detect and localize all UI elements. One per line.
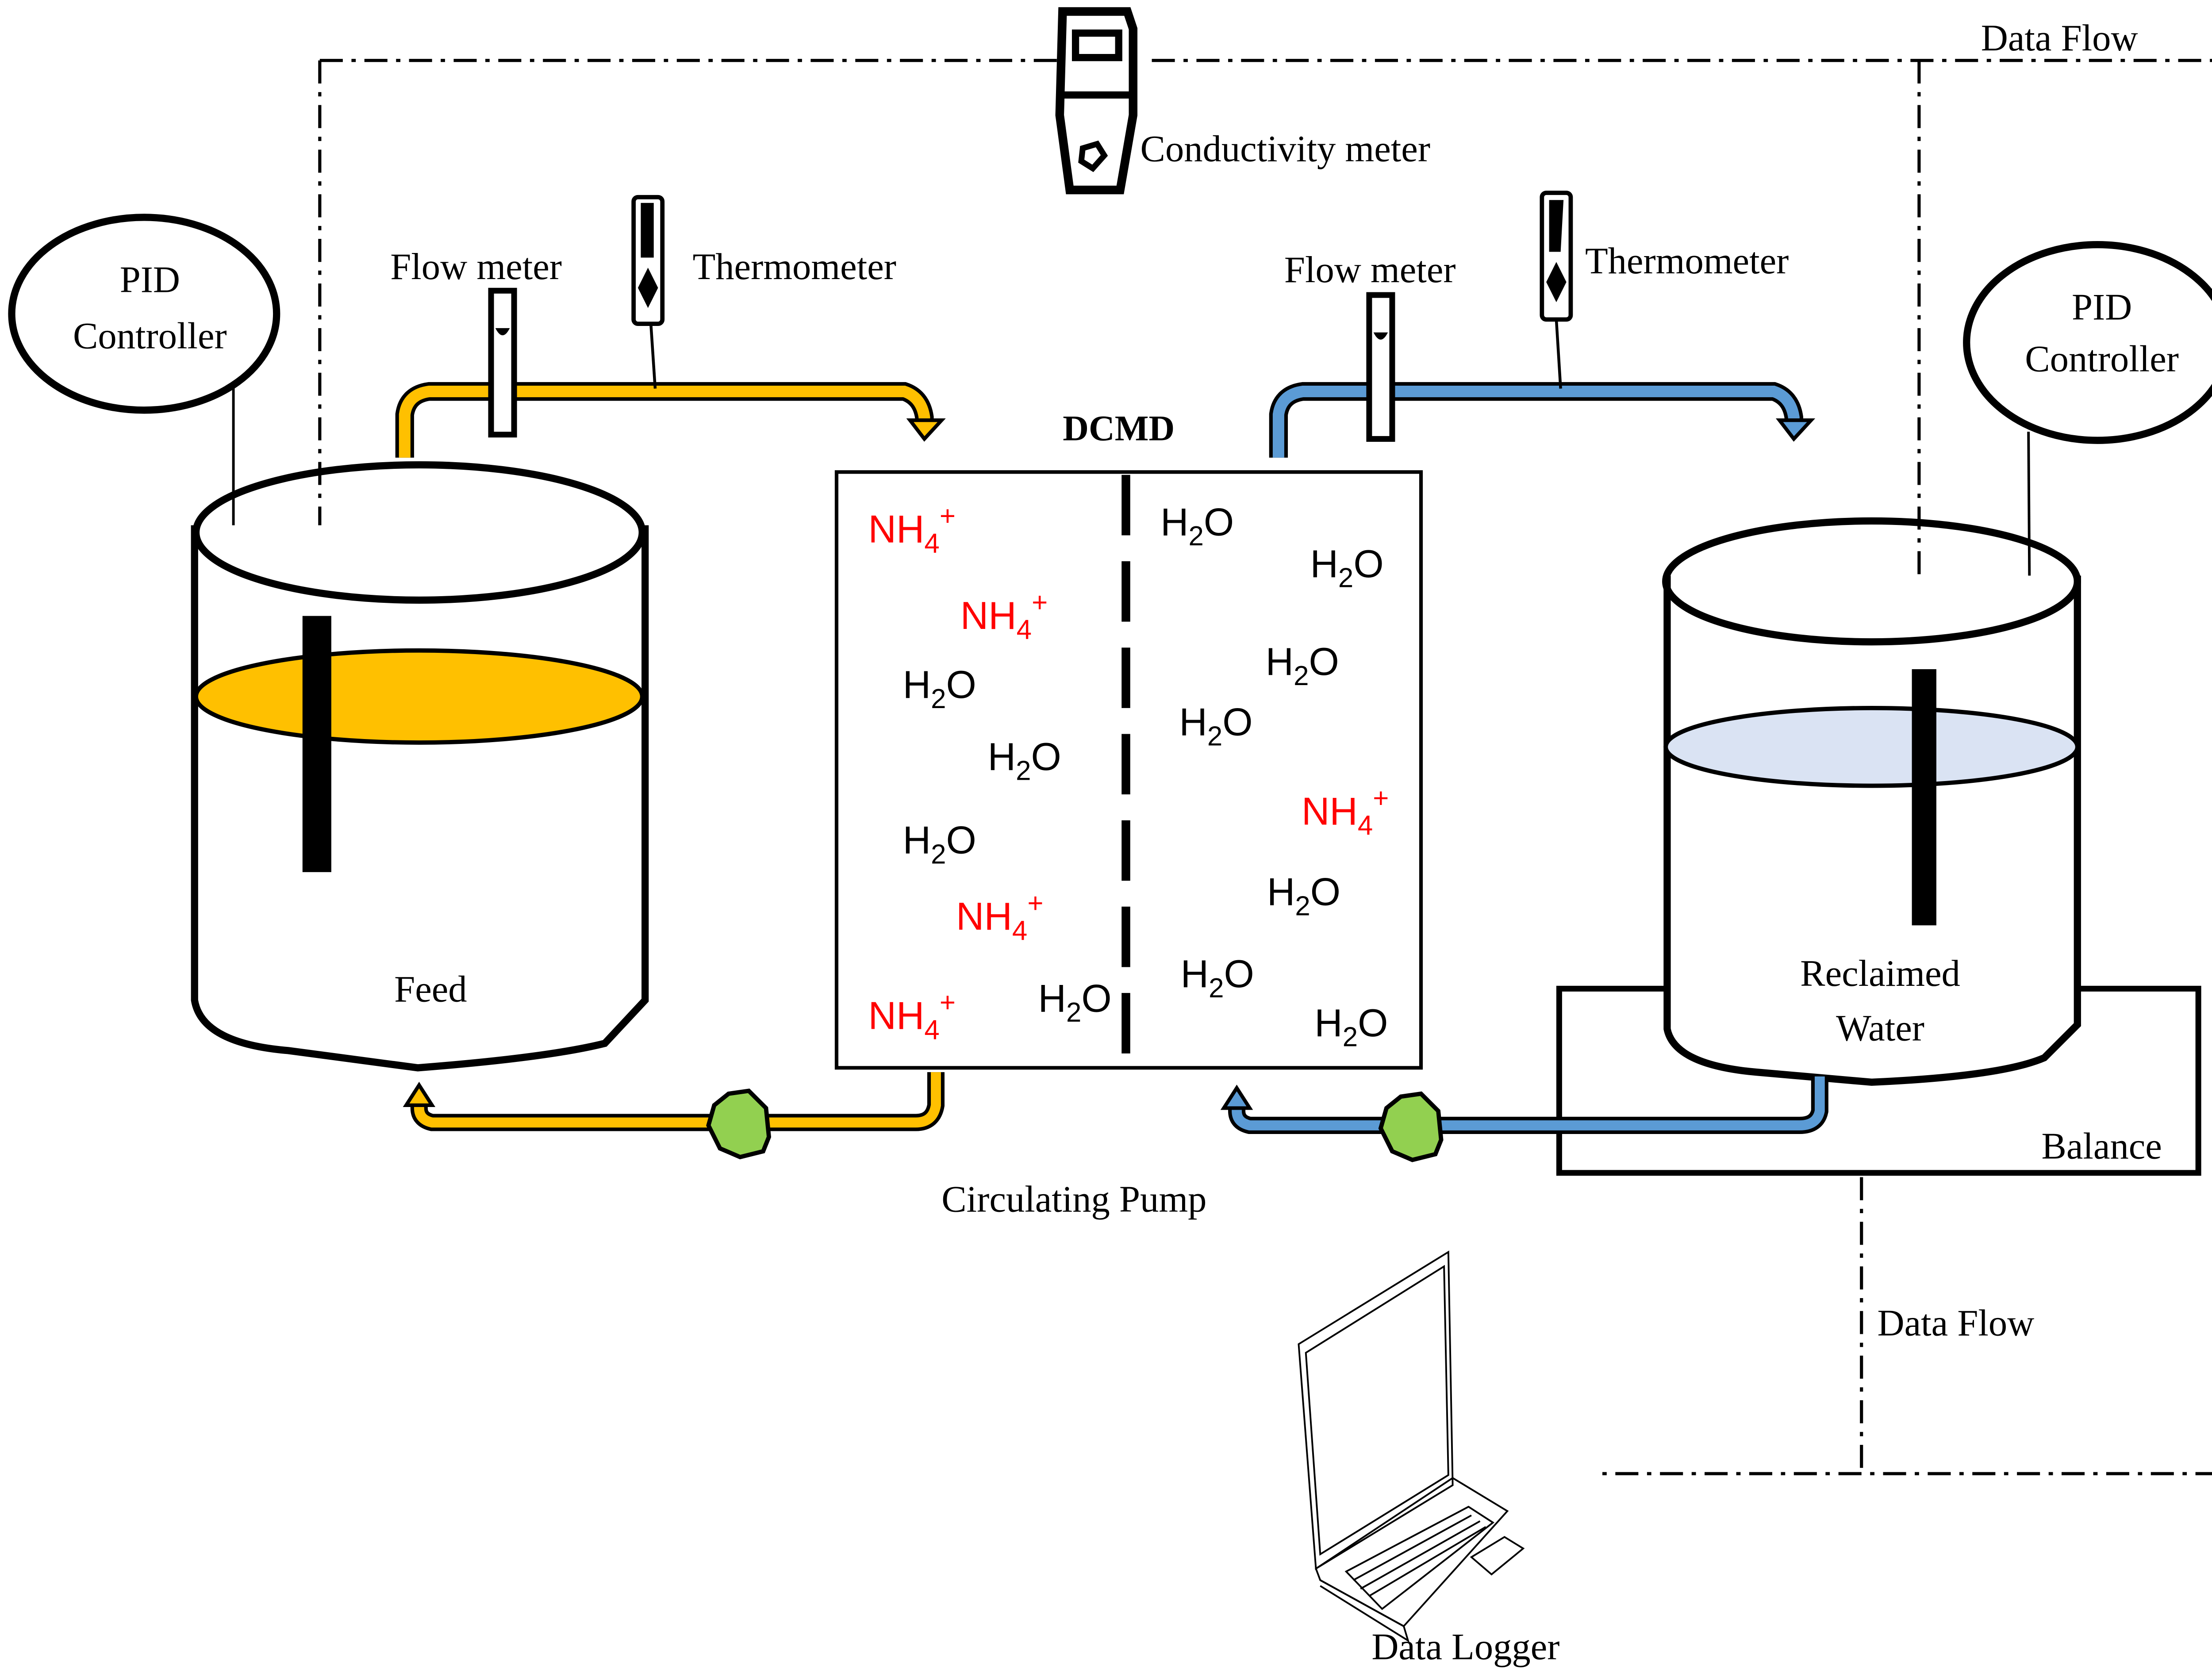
reclaimed-probe <box>1912 669 1936 926</box>
pid-left-label-line1: PID <box>120 260 180 301</box>
feed-supply-pipe <box>395 382 946 458</box>
permeate-return-arrowhead <box>1220 1084 1253 1110</box>
dcmd-module <box>834 470 1423 1070</box>
thermometer-permeate-icon <box>1540 191 1573 389</box>
balance-label: Balance <box>2041 1126 2162 1167</box>
feed-tank <box>191 461 649 1072</box>
molecule-feed-2: H2O <box>903 663 976 714</box>
feed-tank-label: Feed <box>394 969 467 1010</box>
pid-left-label-line2: Controller <box>73 315 227 356</box>
circulating-pump-label: Circulating Pump <box>941 1179 1206 1220</box>
molecule-feed-3: H2O <box>988 735 1061 786</box>
reclaimed-liquid-surface <box>1663 706 2080 788</box>
pid-right-label-line1: PID <box>2072 287 2132 328</box>
molecule-feed-5: NH4+ <box>956 888 1043 946</box>
feed-probe <box>302 616 331 872</box>
flow-meter-feed-label: Flow meter <box>390 246 562 287</box>
thermometer-permeate-label: Thermometer <box>1585 241 1789 282</box>
conductivity-meter-icon <box>1055 7 1138 195</box>
dcmd-title: DCMD <box>1063 409 1175 448</box>
permeate-supply-pipe <box>1269 382 1816 458</box>
molecule-permeate-3: H2O <box>1179 700 1252 752</box>
data-flow-lines <box>318 59 2212 1475</box>
molecule-feed-0: NH4+ <box>868 501 956 559</box>
reclaimed-label-line1: Reclaimed <box>1800 953 1960 994</box>
feed-return-arrowhead <box>403 1081 436 1107</box>
pid-right-label-line2: Controller <box>2025 338 2179 379</box>
thermometer-feed-label: Thermometer <box>693 246 896 287</box>
thermometer-feed-icon <box>631 195 665 389</box>
permeate-side-molecules: H2O H2O H2O H2O NH4+ H2O H2O H2O <box>1160 500 1389 1052</box>
circulating-pump-permeate-icon <box>1378 1091 1444 1162</box>
flow-meter-permeate-label: Flow meter <box>1284 249 1456 291</box>
molecule-feed-7: H2O <box>1038 976 1112 1028</box>
molecule-permeate-5: H2O <box>1267 870 1340 922</box>
molecule-permeate-6: H2O <box>1181 952 1254 1004</box>
molecule-feed-4: H2O <box>903 818 976 870</box>
feed-supply-arrowhead <box>906 418 946 442</box>
data-logger-label: Data Logger <box>1371 1627 1559 1668</box>
flow-meter-permeate-icon <box>1366 292 1395 442</box>
molecule-feed-6: NH4+ <box>868 987 956 1045</box>
reclaimed-water-tank <box>1662 517 2081 1086</box>
data-flow-line-top <box>319 59 2212 1475</box>
circulating-pump-feed-icon <box>706 1088 772 1160</box>
conductivity-meter-label: Conductivity meter <box>1141 128 1430 169</box>
flow-meter-feed-icon <box>488 287 517 438</box>
molecule-permeate-2: H2O <box>1266 640 1339 691</box>
laptop-icon <box>1298 1250 1525 1643</box>
molecule-permeate-0: H2O <box>1160 500 1234 552</box>
molecule-permeate-1: H2O <box>1310 542 1383 594</box>
permeate-supply-arrowhead <box>1775 418 1816 442</box>
pid-controller-left <box>8 214 280 847</box>
feed-return-pipe <box>403 1072 945 1131</box>
molecule-permeate-4: NH4+ <box>1302 783 1389 841</box>
molecule-permeate-7: H2O <box>1314 1001 1388 1053</box>
data-flow-label-bottom: Data Flow <box>1878 1303 2035 1344</box>
reclaimed-label-line2: Water <box>1836 1008 1924 1049</box>
molecule-feed-1: NH4+ <box>960 587 1048 645</box>
permeate-return-pipe <box>1220 1076 1828 1134</box>
feed-side-molecules: NH4+ NH4+ H2O H2O H2O NH4+ NH4+ H2O <box>868 501 1112 1046</box>
feed-liquid-surface <box>194 648 645 745</box>
data-flow-label-top: Data Flow <box>1981 18 2138 59</box>
